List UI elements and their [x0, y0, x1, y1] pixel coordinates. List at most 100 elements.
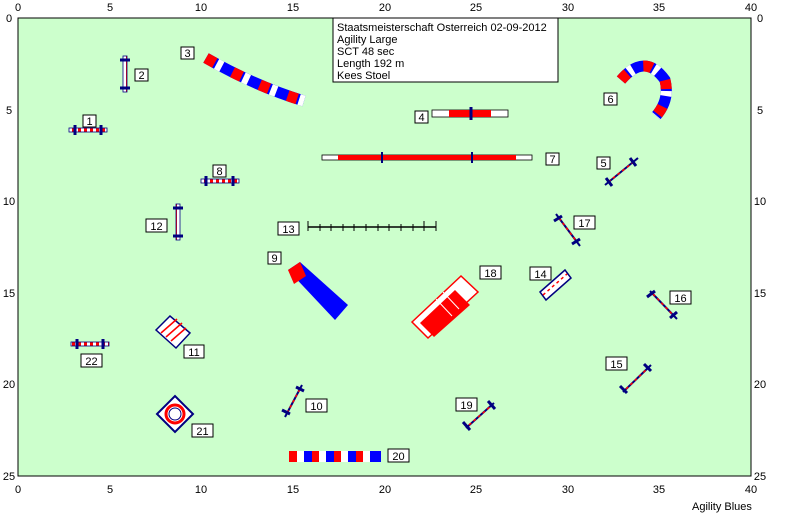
axis-ticks: 0 5 10 15 20 25 30 35 40 0 5 10 15 20 25… — [3, 2, 766, 496]
hurdle-16 — [646, 289, 678, 320]
number-label-16: 16 — [669, 290, 692, 305]
svg-text:18: 18 — [484, 268, 496, 280]
number-label-6: 6 — [603, 92, 618, 106]
y-tick-right: 5 — [757, 105, 763, 117]
course-info-box: Staatsmeisterschaft Osterreich 02-09-201… — [332, 17, 559, 83]
number-label-13: 13 — [277, 221, 300, 236]
svg-text:1: 1 — [86, 116, 92, 128]
number-label-2: 2 — [134, 68, 149, 82]
x-tick-bottom: 5 — [107, 484, 113, 496]
y-tick-right: 10 — [754, 196, 766, 208]
x-tick-top: 25 — [470, 2, 482, 14]
number-label-7: 7 — [545, 152, 560, 166]
info-length: Length 192 m — [337, 58, 404, 70]
hurdle-11 — [154, 314, 192, 350]
svg-text:6: 6 — [607, 94, 613, 106]
y-tick-left: 25 — [3, 471, 15, 483]
seesaw-4 — [431, 107, 509, 120]
x-tick-bottom: 35 — [653, 484, 665, 496]
y-tick-right: 0 — [757, 13, 763, 25]
hurdle-2 — [120, 55, 130, 93]
svg-text:3: 3 — [184, 48, 190, 60]
hurdle-5 — [604, 157, 639, 187]
info-sct: SCT 48 sec — [337, 46, 395, 58]
tyre-21 — [155, 394, 195, 434]
x-tick-top: 10 — [195, 2, 207, 14]
svg-text:16: 16 — [674, 293, 686, 305]
svg-text:12: 12 — [150, 221, 162, 233]
y-tick-left: 10 — [3, 196, 15, 208]
y-tick-left: 5 — [6, 105, 12, 117]
number-label-22: 22 — [80, 353, 103, 368]
x-tick-top: 15 — [287, 2, 299, 14]
info-class: Agility Large — [337, 34, 398, 46]
x-tick-top: 0 — [15, 2, 21, 14]
obstacles — [68, 53, 678, 462]
svg-text:11: 11 — [188, 347, 199, 359]
x-tick-bottom: 30 — [562, 484, 574, 496]
tunnel-20 — [289, 451, 381, 462]
number-label-9: 9 — [267, 251, 282, 265]
number-label-17: 17 — [573, 215, 596, 230]
x-tick-top: 5 — [107, 2, 113, 14]
svg-text:17: 17 — [578, 218, 590, 230]
number-label-10: 10 — [305, 398, 328, 413]
number-label-14: 14 — [529, 266, 552, 281]
number-label-20: 20 — [387, 448, 410, 463]
svg-text:2: 2 — [138, 70, 144, 82]
number-label-19: 19 — [455, 397, 478, 412]
y-tick-left: 20 — [3, 379, 15, 391]
info-judge: Kees Stoel — [337, 70, 390, 82]
x-tick-bottom: 25 — [470, 484, 482, 496]
svg-text:7: 7 — [549, 154, 555, 166]
number-label-12: 12 — [145, 218, 168, 233]
x-tick-top: 30 — [562, 2, 574, 14]
number-label-3: 3 — [180, 46, 195, 60]
hurdle-12 — [173, 203, 183, 241]
svg-text:15: 15 — [610, 359, 622, 371]
tunnel-6 — [616, 60, 672, 120]
y-tick-right: 25 — [754, 471, 766, 483]
number-label-15: 15 — [605, 356, 628, 371]
number-label-4: 4 — [414, 110, 429, 124]
x-tick-top: 35 — [653, 2, 665, 14]
hurdle-14 — [538, 268, 573, 302]
x-tick-top: 20 — [379, 2, 391, 14]
x-tick-bottom: 0 — [15, 484, 21, 496]
obstacle-number-labels: 1 2 3 4 5 6 7 8 9 10 11 12 13 14 15 16 1… — [80, 46, 692, 463]
hurdle-8 — [200, 176, 240, 186]
x-tick-top: 40 — [745, 2, 757, 14]
field-area — [17, 17, 752, 477]
weave-13 — [307, 221, 437, 231]
svg-text:13: 13 — [282, 224, 294, 236]
aframe-18 — [410, 274, 480, 340]
x-tick-bottom: 15 — [287, 484, 299, 496]
number-label-18: 18 — [479, 265, 502, 280]
hurdle-1 — [68, 125, 108, 135]
x-tick-bottom: 20 — [379, 484, 391, 496]
svg-text:9: 9 — [271, 253, 277, 265]
y-tick-right: 15 — [754, 288, 766, 300]
svg-text:4: 4 — [418, 112, 424, 124]
y-tick-right: 20 — [754, 379, 766, 391]
svg-text:10: 10 — [310, 401, 322, 413]
brand-footer: Agility Blues — [692, 501, 752, 513]
y-tick-left: 15 — [3, 288, 15, 300]
hurdle-10 — [281, 384, 305, 418]
svg-text:5: 5 — [600, 158, 606, 170]
chute-9 — [288, 262, 348, 320]
y-tick-left: 0 — [6, 13, 12, 25]
info-title: Staatsmeisterschaft Osterreich 02-09-201… — [337, 22, 547, 34]
number-label-8: 8 — [212, 164, 227, 178]
hurdle-22 — [70, 339, 110, 349]
svg-text:14: 14 — [534, 269, 546, 281]
svg-text:8: 8 — [216, 166, 222, 178]
svg-text:20: 20 — [392, 451, 404, 463]
number-label-1: 1 — [82, 114, 97, 128]
number-label-5: 5 — [596, 156, 611, 170]
number-label-21: 21 — [191, 423, 214, 438]
hurdle-15 — [618, 362, 653, 395]
hurdle-19 — [461, 400, 497, 431]
svg-text:21: 21 — [196, 426, 208, 438]
